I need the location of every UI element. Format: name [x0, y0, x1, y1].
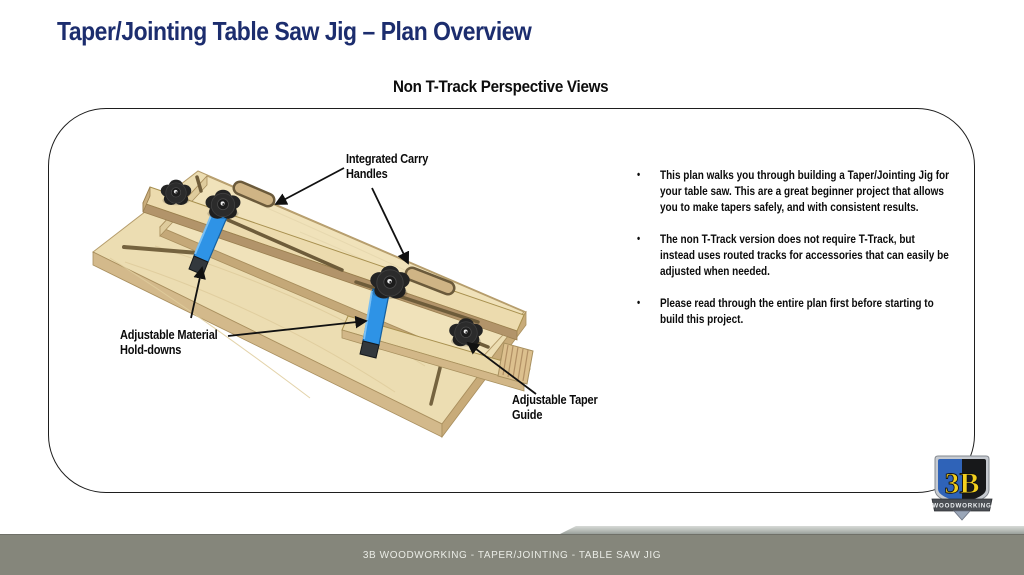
figure-subtitle: Non T-Track Perspective Views [393, 78, 609, 96]
arrow-hold-down-2 [227, 315, 368, 337]
bullet-text: This plan walks you through building a T… [659, 168, 950, 214]
handle-cutouts [232, 180, 456, 296]
arrow-carry-handle-2 [371, 187, 410, 265]
bullet-marker: • [637, 297, 641, 309]
callout-arrows [190, 167, 537, 395]
hold-down-clamp-1 [188, 208, 229, 276]
footer-bar: 3B WOODWORKING - TAPER/JOINTING - TABLE … [0, 534, 1024, 575]
arrow-carry-handle-1 [274, 167, 345, 205]
bullet-text: The non T-Track version does not require… [659, 232, 949, 278]
3b-woodworking-logo: 3B WOODWORKING [931, 455, 993, 521]
logo-shield-tip [953, 510, 971, 521]
bullet-marker: • [637, 169, 641, 181]
label-adjustable-taper-guide: Adjustable Taper Guide [512, 393, 598, 422]
footer-text: 3B WOODWORKING - TAPER/JOINTING - TABLE … [362, 549, 662, 561]
bullet-item: • The non T-Track version does not requi… [637, 231, 950, 279]
arrow-taper-guide [466, 341, 537, 395]
logo-monogram: 3B [944, 467, 979, 500]
logo-wordmark: WOODWORKING [932, 503, 991, 510]
arrow-hold-down-1 [190, 266, 206, 319]
shield-body [938, 459, 986, 503]
footer-accent-strip [560, 526, 1024, 534]
bullet-marker: • [637, 233, 641, 245]
label-adjustable-material-hold-downs: Adjustable Material Hold-downs [120, 328, 218, 357]
bullet-item: • Please read through the entire plan fi… [637, 295, 950, 327]
taper-guide-bar [341, 315, 534, 392]
info-panel: • This plan walks you through building a… [637, 167, 950, 343]
logo-ribbon [931, 498, 993, 512]
bullet-item: • This plan walks you through building a… [637, 167, 950, 215]
label-integrated-carry-handles: Integrated Carry Handles [346, 152, 429, 181]
content-frame [48, 108, 975, 493]
page-title: Taper/Jointing Table Saw Jig – Plan Over… [57, 16, 532, 46]
bullet-text: Please read through the entire plan firs… [659, 296, 934, 326]
